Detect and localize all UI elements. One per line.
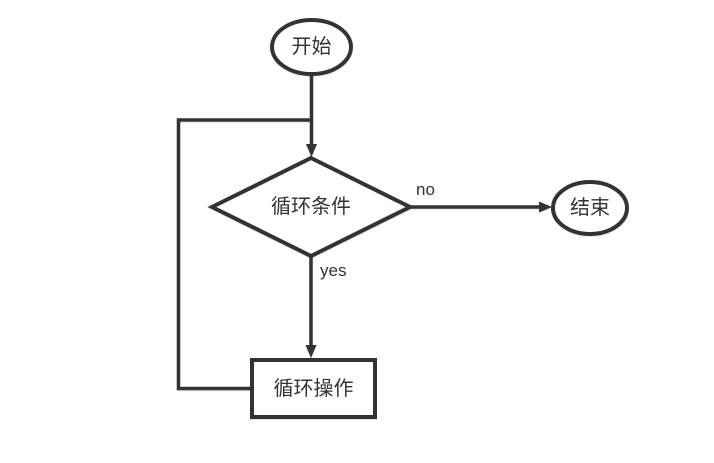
arrowhead-into-end (539, 201, 552, 213)
end-node-ellipse (551, 180, 629, 236)
arrowhead-into-operation (305, 345, 317, 358)
condition-node-diamond (207, 155, 415, 259)
edge-label-no: no (416, 180, 435, 199)
end-node-label: 结束 (570, 197, 610, 219)
operation-node-label: 循环操作 (273, 378, 354, 400)
start-node-label: 开始 (291, 36, 332, 58)
edge-label-yes: yes (320, 261, 347, 280)
operation-node-rectangle (250, 358, 377, 419)
start-node-ellipse (270, 18, 353, 76)
edge-loop-back (176, 118, 312, 391)
condition-node-label: 循环条件 (271, 196, 351, 218)
arrowhead-into-condition (306, 144, 317, 157)
